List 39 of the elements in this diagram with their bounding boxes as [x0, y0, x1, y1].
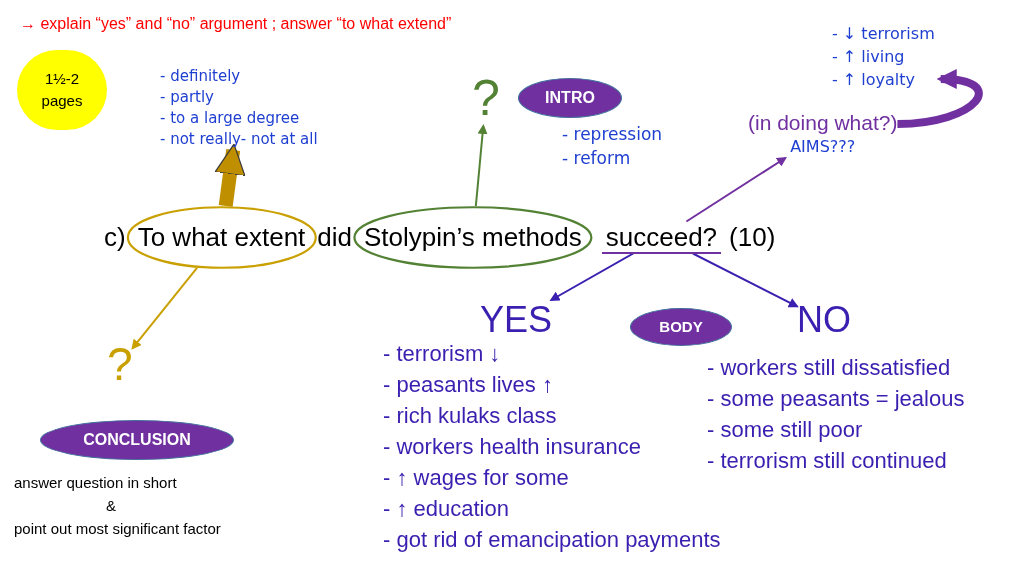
list-item: - repression: [562, 123, 663, 146]
list-item: - ↑ wages for some: [383, 464, 570, 492]
instruction-note: → explain “yes” and “no” argument ; answer “to what extend”: [20, 14, 452, 34]
highlight-ellipse: To what extent: [125, 206, 318, 269]
aims-question: (in doing what?) AIMS???: [748, 110, 898, 158]
highlight-ellipse: Stolypin’s methods: [352, 206, 594, 269]
question-mark: ?: [107, 338, 133, 390]
conclusion-ellipse: CONCLUSION: [40, 420, 234, 460]
list-item: - terrorism ↓: [383, 340, 502, 368]
list-item: - some still poor: [707, 416, 864, 444]
arrow: [691, 252, 799, 308]
aims-list: - ↓ terrorism - ↑ living - ↑ loyalty: [832, 22, 935, 91]
list-item: - ↑ education: [383, 495, 510, 523]
list-item: - rich kulaks class: [383, 402, 558, 430]
note-text: answer question in short: [14, 473, 178, 493]
list-item: - terrorism still continued: [707, 447, 948, 475]
underlined-word: succeed?: [601, 221, 722, 254]
body-ellipse: BODY: [630, 308, 732, 346]
question-text: did: [317, 221, 353, 254]
list-item: - some peasants = jealous: [707, 385, 965, 413]
arrow: [474, 124, 488, 207]
list-item: - workers still dissatisfied: [707, 354, 952, 382]
list-item: - peasants lives ↑: [383, 371, 554, 399]
arrow: [131, 266, 198, 350]
note-text: point out most significant factor: [14, 519, 222, 539]
arrow: [549, 252, 635, 301]
question-text: c): [104, 221, 126, 254]
question-mark: ?: [472, 70, 500, 126]
no-heading: NO: [797, 300, 851, 340]
list-item: - got rid of emancipation payments: [383, 526, 721, 554]
arrow: [685, 156, 787, 223]
yes-heading: YES: [480, 300, 553, 340]
question-text: (10): [729, 221, 776, 254]
block-arrow: [214, 143, 246, 207]
answer-scale-list: - definitely - partly - to a large degree - not really- not at all: [160, 66, 318, 150]
intro-ellipse: INTRO: [518, 78, 622, 118]
list-item: - reform: [562, 147, 632, 170]
list-item: - workers health insurance: [383, 433, 642, 461]
note-text: &: [106, 496, 116, 516]
